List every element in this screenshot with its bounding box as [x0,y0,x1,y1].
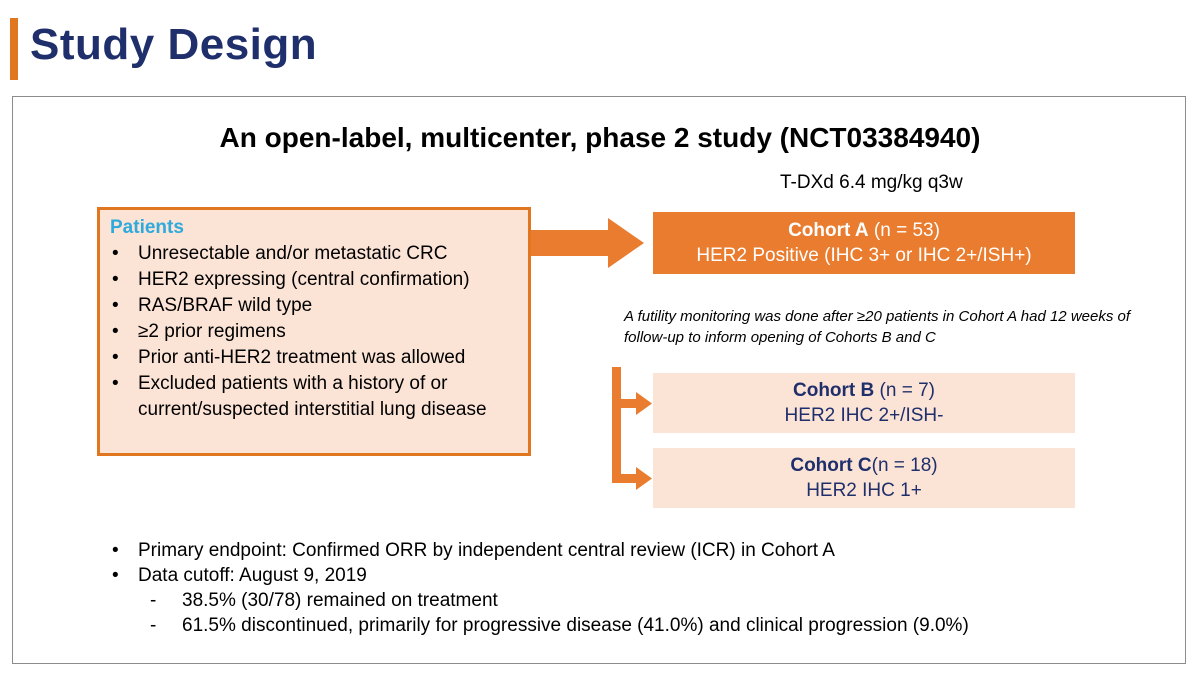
cohort-b-name: Cohort B [793,380,875,401]
criterion-text: ≥2 prior regimens [138,321,286,342]
bullet-icon: • [112,347,119,368]
list-item: • Data cutoff: August 9, 2019 - 38.5% (30/… [108,563,1168,638]
criterion-text: Prior anti-HER2 treatment was allowed [138,347,466,368]
title-accent-bar [10,18,18,80]
list-item: - 38.5% (30/78) remained on treatment [150,588,1168,613]
branch-connector [612,367,621,483]
dash-icon: - [150,615,157,636]
patients-criteria-list: • Unresectable and/or metastatic CRC • HER… [108,241,518,423]
endpoints-list: • Primary endpoint: Confirmed ORR by inde… [108,538,1168,638]
sub-item-text: 61.5% discontinued, primarily for progre… [182,615,969,636]
futility-note: A futility monitoring was done after ≥20… [624,308,1131,346]
list-item: • ≥2 prior regimens [108,319,518,345]
cohort-b-box: Cohort B (n = 7) HER2 IHC 2+/ISH- [653,373,1075,433]
list-item: • Prior anti-HER2 treatment was allowed [108,345,518,371]
slide-title: Study Design [30,20,318,69]
primary-endpoint-text: Primary endpoint: Confirmed ORR by indep… [138,540,835,561]
bullet-icon: • [112,565,119,586]
cohort-a-name: Cohort A [788,220,869,241]
cohort-b-desc: HER2 IHC 2+/ISH- [784,405,944,426]
bullet-icon: • [112,295,119,316]
study-subtitle: An open‐label, multicenter, phase 2 stud… [219,122,981,153]
bullet-icon: • [112,540,119,561]
bullet-icon: • [112,373,119,394]
cutoff-sub-list: - 38.5% (30/78) remained on treatment - 61… [138,588,1168,638]
list-item: • Unresectable and/or metastatic CRC [108,241,518,267]
patients-heading: Patients [110,217,184,238]
main-arrow-icon [531,218,644,268]
bullet-icon: • [112,243,119,264]
content-frame [12,96,1186,664]
cohort-b-n: (n = 7) [874,380,935,401]
bullet-icon: • [112,269,119,290]
cohort-c-n: (n = 18) [871,455,938,476]
dose-label: T-DXd 6.4 mg/kg q3w [780,172,963,193]
criterion-text: HER2 expressing (central confirmation) [138,269,470,290]
list-item: • Primary endpoint: Confirmed ORR by inde… [108,538,1168,563]
list-item: • RAS/BRAF wild type [108,293,518,319]
list-item: • HER2 expressing (central confirmation) [108,267,518,293]
branch-c-arrow-icon [636,467,652,490]
bullet-icon: • [112,321,119,342]
branch-b-arrow-icon [636,392,652,415]
list-item: - 61.5% discontinued, primarily for progr… [150,613,1168,638]
sub-item-text: 38.5% (30/78) remained on treatment [182,590,498,611]
criterion-text: Excluded patients with a history of or c… [138,373,487,420]
cohort-a-desc: HER2 Positive (IHC 3+ or IHC 2+/ISH+) [696,245,1032,266]
criterion-text: RAS/BRAF wild type [138,295,313,316]
list-item: • Excluded patients with a history of or … [108,371,518,423]
criterion-text: Unresectable and/or metastatic CRC [138,243,448,264]
cohort-c-desc: HER2 IHC 1+ [806,480,922,501]
cohort-a-box: Cohort A (n = 53) HER2 Positive (IHC 3+ … [653,212,1075,274]
cohort-c-box: Cohort C(n = 18) HER2 IHC 1+ [653,448,1075,508]
patients-box: Patients • Unresectable and/or metastatic… [97,207,531,456]
cohort-a-n: (n = 53) [868,220,940,241]
dash-icon: - [150,590,157,611]
branch-b-shaft [612,399,640,408]
data-cutoff-text: Data cutoff: August 9, 2019 [138,565,367,586]
branch-c-shaft [612,474,640,483]
cohort-c-name: Cohort C [790,455,872,476]
